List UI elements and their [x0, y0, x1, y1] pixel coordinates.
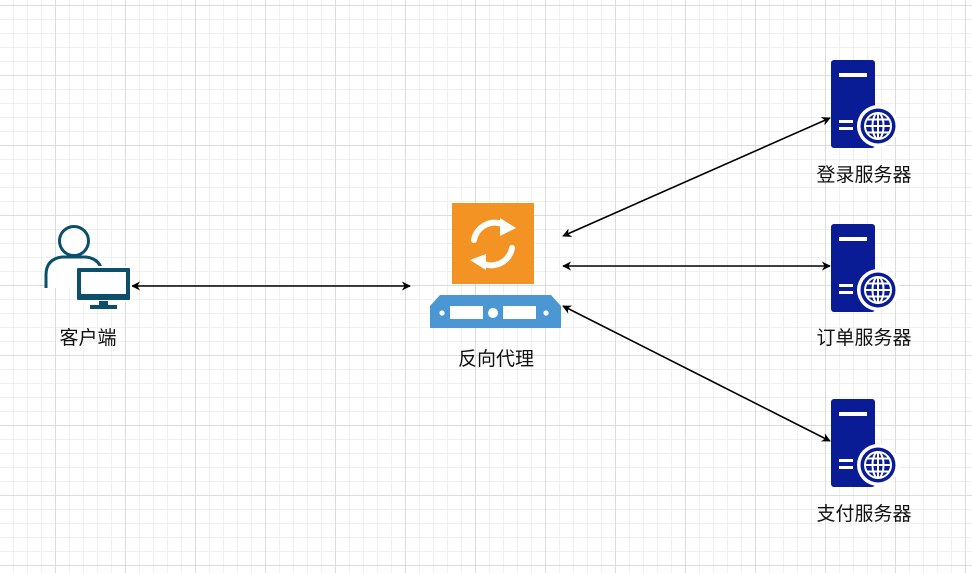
proxy-label: 反向代理	[457, 348, 535, 370]
edge-proxy-pay	[562, 305, 831, 442]
order-server-icon[interactable]	[830, 223, 900, 313]
pay-server-icon[interactable]	[830, 398, 900, 488]
order-server-label: 订单服务器	[816, 327, 912, 349]
user-computer-icon[interactable]	[44, 225, 132, 310]
pay-server-label: 支付服务器	[816, 503, 912, 525]
login-server-label: 登录服务器	[816, 164, 912, 186]
client-label: 客户端	[59, 327, 117, 349]
reverse-proxy-icon[interactable]	[430, 203, 561, 328]
edge-proxy-login	[562, 117, 831, 237]
login-server-icon[interactable]	[830, 59, 900, 149]
